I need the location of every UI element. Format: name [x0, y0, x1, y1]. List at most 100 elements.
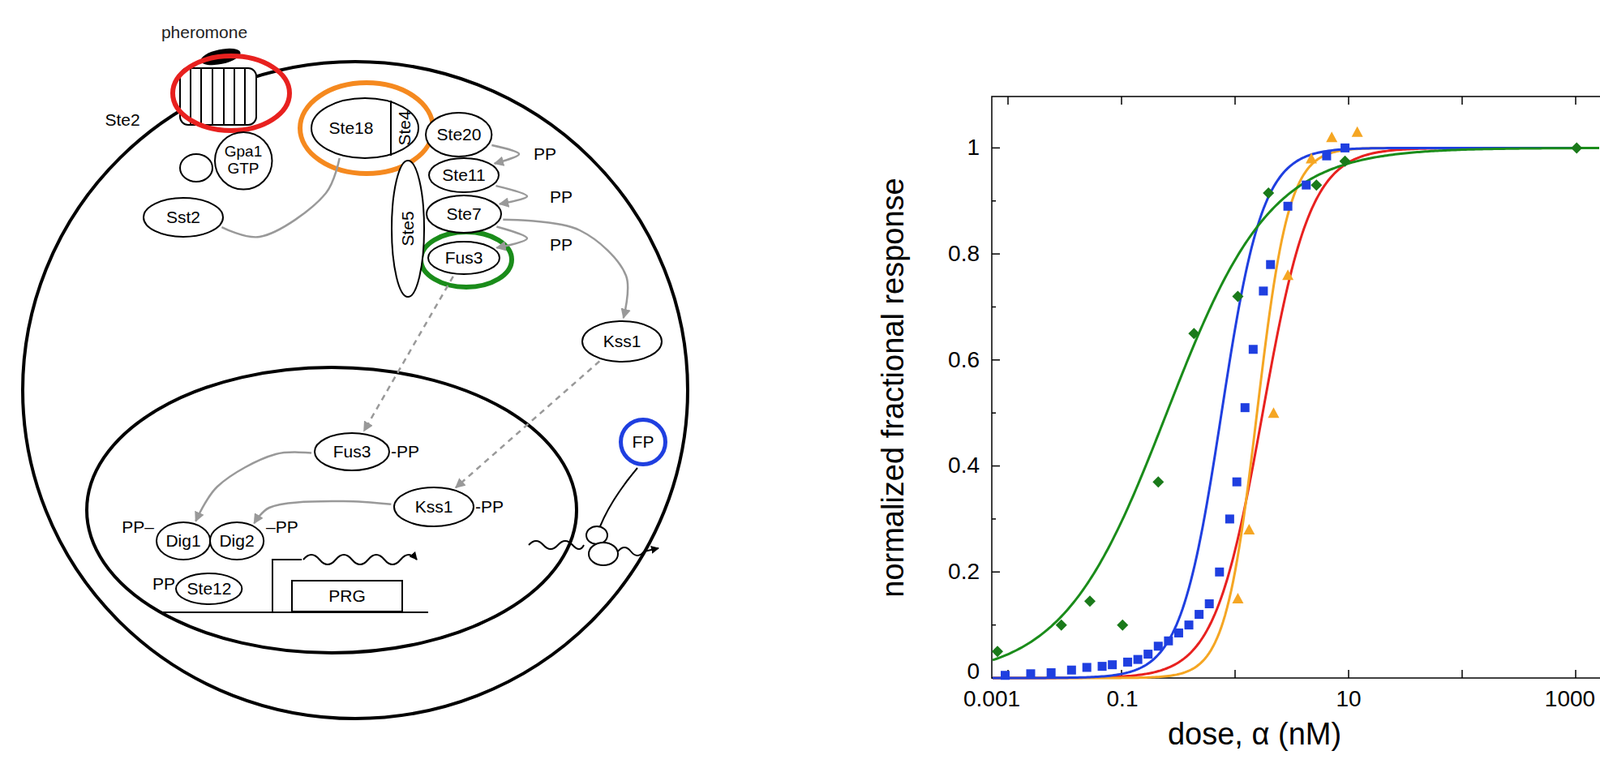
node-text: Ste5	[398, 210, 417, 246]
nascent-protein	[600, 467, 638, 527]
ribosome-symbol	[586, 526, 618, 566]
g-protein-subunit	[180, 154, 213, 182]
data-point	[1267, 407, 1279, 418]
mapk-ellipse: Kss1	[581, 320, 663, 363]
data-point	[1265, 260, 1275, 270]
nucleus-envelope	[86, 367, 577, 653]
axis-ticks	[1234, 669, 1236, 678]
data-point	[1283, 201, 1293, 211]
g-beta-gamma-outline	[390, 100, 392, 156]
phosphate-suffix: -PP	[475, 497, 504, 516]
orange-highlight-ring	[300, 82, 434, 174]
rgs-ellipse: Sst2	[142, 197, 224, 238]
axis-ticks	[991, 359, 1000, 361]
node-text: Dig1	[165, 531, 201, 550]
data-point	[1000, 670, 1010, 680]
data-point	[1025, 669, 1035, 678]
data-point	[1194, 609, 1204, 619]
data-point	[1188, 327, 1200, 339]
data-point	[1243, 523, 1255, 535]
axis-ticks	[991, 518, 996, 520]
ribosome-symbol	[586, 526, 608, 545]
node-text: Ste11	[441, 165, 485, 185]
tick-label: 0.6	[947, 347, 980, 374]
node-text: Ste2	[104, 110, 140, 129]
axis-title: dose, α (nM)	[1167, 717, 1342, 752]
tick-label: 10	[1335, 686, 1361, 713]
g-beta-region: Ste4	[390, 99, 419, 157]
phosphate-label: PP–	[121, 517, 155, 537]
data-point	[1174, 628, 1184, 638]
tick-label: 0	[966, 659, 980, 685]
nuclear-mapk-ellipse: Kss1-PP	[393, 486, 475, 528]
red-highlight-ring	[172, 55, 290, 131]
data-point	[1214, 567, 1224, 577]
tick-label: 0.001	[963, 686, 1021, 713]
cell-membrane	[22, 61, 688, 719]
receptor-symbol	[200, 68, 202, 125]
data-point	[1143, 649, 1153, 659]
mapk-ellipse: Fus3	[427, 240, 501, 275]
axis-ticks	[991, 624, 996, 627]
fit-curve	[992, 148, 1600, 661]
data-point	[1248, 344, 1258, 354]
data-point	[1225, 514, 1235, 524]
g-beta-gamma-outline	[311, 98, 419, 159]
phosphorylation-arrow	[496, 227, 528, 249]
green-highlight-ring	[420, 231, 512, 288]
nuclear-mapk-ellipse: Fus3-PP	[313, 432, 391, 472]
mrna-transcript	[303, 554, 417, 565]
data-point	[1084, 595, 1096, 607]
data-point	[1055, 619, 1068, 631]
axis-ticks	[991, 571, 1000, 574]
g-protein-subunit	[180, 154, 213, 182]
kinase-ellipse: Ste11	[428, 157, 500, 194]
data-point	[1098, 661, 1107, 671]
data-point	[1340, 143, 1350, 153]
node-text: Ste20	[437, 124, 482, 144]
axis-ticks	[1120, 96, 1123, 105]
axis-ticks	[991, 96, 1576, 678]
data-point	[1570, 141, 1583, 154]
data-point	[1231, 290, 1244, 302]
dose-response-data	[991, 126, 1600, 680]
data-point	[1305, 152, 1317, 164]
data-point	[1232, 477, 1242, 487]
transcription-factor-ellipse: Ste12	[175, 572, 243, 605]
chart-frame	[991, 96, 1600, 678]
axis-ticks	[991, 253, 1000, 255]
molecule-label: pheromone	[161, 22, 248, 42]
g-beta-gamma-outline	[311, 98, 419, 159]
axis-ticks	[1461, 96, 1463, 105]
tick-label: 0.2	[947, 559, 980, 585]
tick-label: 0.8	[947, 241, 980, 267]
node-text: Ste18	[329, 118, 374, 138]
axis-ticks	[1461, 669, 1463, 678]
data-point	[1240, 403, 1250, 412]
tick-label: 0.1	[1106, 686, 1139, 713]
scaffold-ellipse: Ste5	[390, 159, 425, 298]
tick-label: 1000	[1544, 686, 1596, 713]
phosphorylation-arrow	[491, 145, 520, 164]
phosphorylation-arrow	[502, 219, 628, 318]
reporter-circle: FP	[618, 417, 668, 467]
node-text: Sst2	[166, 207, 201, 227]
data-point	[1231, 592, 1244, 604]
data-point	[1351, 126, 1364, 138]
mrna-transcript	[303, 540, 584, 565]
promoter-dna	[162, 559, 429, 613]
mrna-transcript	[528, 540, 584, 550]
nascent-protein	[643, 548, 659, 552]
repressor-ellipse: Dig1	[155, 521, 211, 561]
data-point	[1163, 636, 1173, 646]
axis-ticks	[1007, 96, 1009, 105]
cell-membrane	[22, 61, 688, 719]
axis-ticks	[1347, 96, 1350, 105]
phosphate-suffix: -PP	[390, 441, 420, 461]
receptor-symbol	[180, 68, 257, 125]
data-point	[1082, 662, 1092, 672]
node-text: Kss1	[603, 331, 642, 351]
data-point	[991, 645, 1004, 657]
